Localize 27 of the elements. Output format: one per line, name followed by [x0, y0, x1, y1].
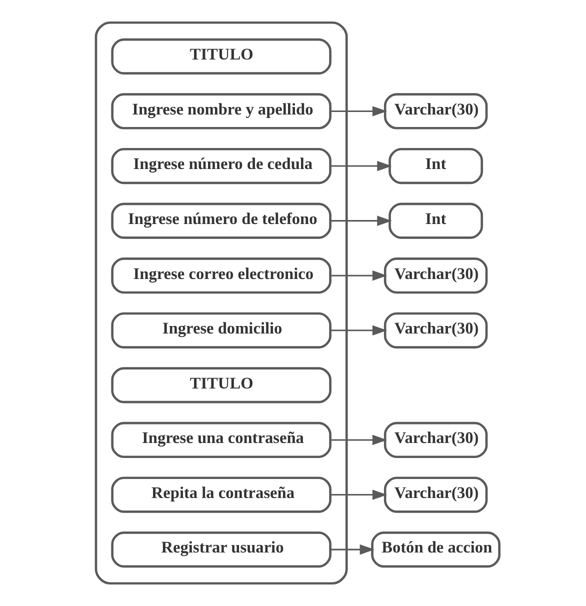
node-box: Ingrese una contraseña — [111, 422, 332, 458]
node-box: Ingrese nombre y apellido — [111, 93, 332, 130]
arrow — [330, 106, 388, 116]
node-box: Ingrese número de cedula — [111, 148, 332, 184]
arrow — [330, 325, 388, 336]
node-box: Registrar usuario — [111, 531, 332, 568]
arrow — [330, 216, 392, 226]
node-box: Repita la contraseña — [111, 476, 332, 513]
cluster — [94, 21, 348, 585]
arrow — [330, 544, 375, 555]
node-box: Varchar(30) — [384, 312, 488, 348]
node-box: TITULO — [111, 367, 332, 404]
node-box: Int — [388, 148, 484, 184]
node-box: Int — [388, 202, 484, 239]
node-box: Varchar(30) — [384, 476, 488, 513]
arrow — [330, 490, 388, 500]
node-box: Botón de accion — [371, 531, 500, 568]
node-box: Varchar(30) — [384, 258, 488, 294]
node-box: Ingrese número de telefono — [111, 202, 332, 239]
node-box: Varchar(30) — [384, 93, 488, 130]
node-box: TITULO — [111, 38, 332, 75]
node-box: Varchar(30) — [384, 422, 488, 458]
node-box: Ingrese correo electronico — [111, 258, 332, 294]
arrow — [330, 160, 392, 172]
node-box: Ingrese domicilio — [111, 312, 332, 348]
arrow — [330, 434, 388, 446]
arrow — [330, 270, 388, 281]
